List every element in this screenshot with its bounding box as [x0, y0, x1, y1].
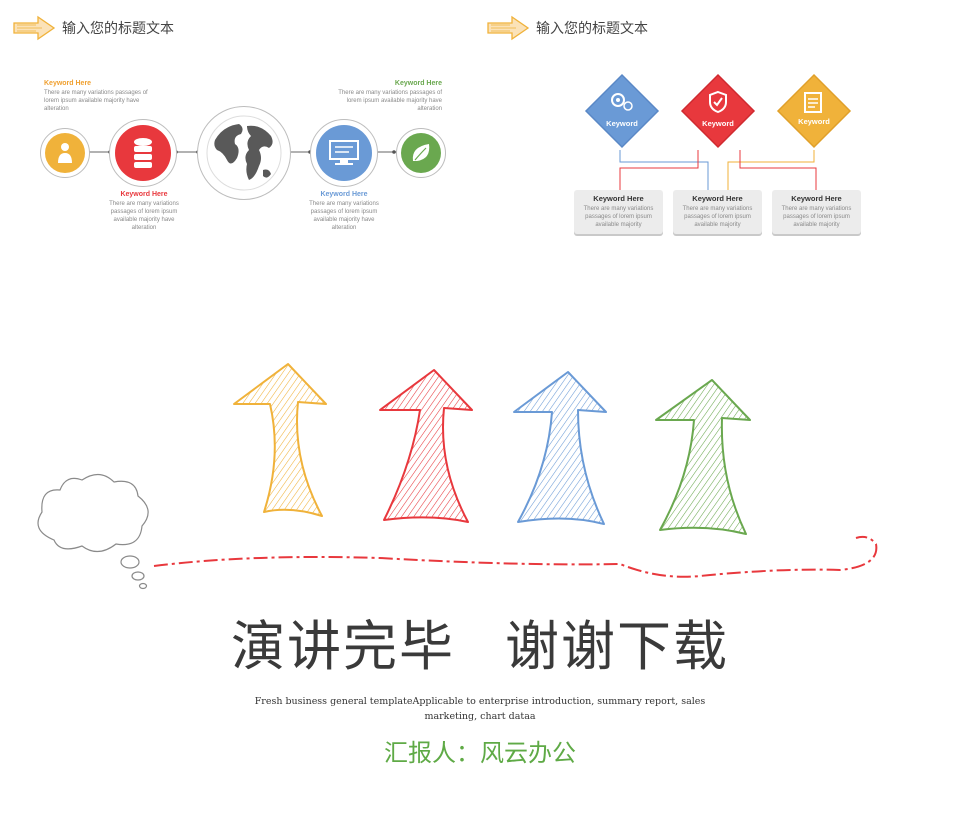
- keyword-desc-line: alteration: [331, 225, 357, 231]
- keyword-desc-line: lorem ipsum available majority have: [44, 98, 140, 104]
- keyword-desc-line: alteration: [417, 106, 442, 112]
- green-leaf-circle: [396, 128, 446, 178]
- red-arrow: [379, 369, 473, 523]
- left-slide-header: 输入您的标题文本: [12, 13, 174, 43]
- card-desc-line: available majority: [793, 222, 840, 228]
- green-arrow: [655, 379, 751, 535]
- keyword-card: Keyword Here There are many variations p…: [574, 190, 663, 234]
- sketch-arrow-icon: [13, 15, 56, 41]
- diamond-label: Keyword: [702, 119, 734, 128]
- diamond-label: Keyword: [606, 119, 638, 128]
- sketch-arrow-icon: [487, 15, 530, 41]
- globe-circle: [197, 106, 291, 200]
- subtitle-line: Fresh business general templateApplicabl…: [254, 696, 706, 707]
- card-desc-line: passages of lorem ipsum: [585, 214, 652, 220]
- card-title: Keyword Here: [593, 194, 644, 203]
- card-desc-line: available majority: [595, 222, 642, 228]
- subtitle: Fresh business general templateApplicabl…: [240, 694, 720, 724]
- red-database-circle: [109, 119, 177, 187]
- diamond-label: Keyword: [798, 117, 830, 126]
- right-slide-title: 输入您的标题文本: [536, 21, 648, 37]
- keyword-desc-line: There are many variations passages of: [44, 90, 148, 96]
- diamond-red: [680, 73, 756, 149]
- keyword-block-bottom-blue: Keyword Here There are many variations p…: [304, 191, 384, 232]
- shield-icon: [709, 90, 727, 114]
- keyword-desc-line: passages of lorem ipsum: [110, 209, 178, 215]
- dashed-path: [153, 535, 878, 578]
- keyword-block-top-left: Keyword Here There are many variations p…: [44, 80, 164, 113]
- card-title: Keyword Here: [692, 194, 743, 203]
- keyword-title: Keyword Here: [44, 80, 92, 87]
- keyword-block-top-right: Keyword Here There are many variations p…: [322, 80, 442, 113]
- subtitle-line: marketing, chart dataa: [424, 711, 536, 722]
- diamond-blue: [584, 73, 660, 149]
- keyword-desc-line: There are many variations: [109, 201, 179, 207]
- keyword-title: Keyword Here: [320, 191, 368, 198]
- yellow-arrow: [233, 363, 327, 517]
- keyword-desc-line: passages of lorem ipsum: [310, 209, 378, 215]
- card-desc-line: There are many variations: [583, 206, 654, 212]
- keyword-title: Keyword Here: [120, 191, 168, 198]
- gear-icon: [611, 93, 633, 111]
- title-part-1: 演讲完毕: [231, 615, 455, 678]
- yellow-person-circle: [40, 128, 90, 178]
- globe-icon: [206, 115, 282, 191]
- keyword-card: Keyword Here There are many variations p…: [673, 190, 762, 234]
- diamond-yellow: [776, 73, 852, 149]
- card-desc-line: There are many variations: [682, 206, 753, 212]
- keyword-desc-line: lorem ipsum available majority have: [346, 98, 442, 104]
- left-slide-title: 输入您的标题文本: [62, 21, 174, 37]
- card-desc-line: There are many variations: [781, 206, 852, 212]
- main-title: 演讲完毕谢谢下载: [0, 602, 960, 681]
- blue-arrow: [513, 371, 607, 525]
- leaf-icon: [412, 144, 430, 161]
- keyword-desc-line: There are many variations passages of: [338, 90, 442, 96]
- keyword-desc-line: There are many variations: [309, 201, 379, 207]
- keyword-desc-line: alteration: [131, 225, 157, 231]
- keyword-desc-line: available majority have: [113, 217, 175, 223]
- card-title: Keyword Here: [791, 194, 842, 203]
- document-icon: [804, 92, 822, 113]
- keyword-desc-line: available majority have: [313, 217, 375, 223]
- reporter-text: 汇报人：风云办公: [384, 739, 576, 767]
- right-slide-connectors: [619, 150, 817, 190]
- thought-cloud-icon: [37, 473, 149, 590]
- keyword-desc-line: alteration: [44, 106, 69, 112]
- keyword-block-bottom-red: Keyword Here There are many variations p…: [104, 191, 184, 232]
- card-desc-line: available majority: [694, 222, 741, 228]
- person-icon: [58, 143, 72, 163]
- card-desc-line: passages of lorem ipsum: [783, 214, 850, 220]
- title-part-2: 谢谢下载: [505, 615, 729, 678]
- database-icon: [134, 138, 152, 168]
- blue-monitor-circle: [310, 119, 378, 187]
- card-desc-line: passages of lorem ipsum: [684, 214, 751, 220]
- keyword-title: Keyword Here: [394, 80, 442, 87]
- right-slide-header: 输入您的标题文本: [486, 13, 648, 43]
- sketch-arrows-illustration: [37, 363, 878, 590]
- keyword-card: Keyword Here There are many variations p…: [772, 190, 861, 234]
- monitor-icon: [329, 140, 359, 165]
